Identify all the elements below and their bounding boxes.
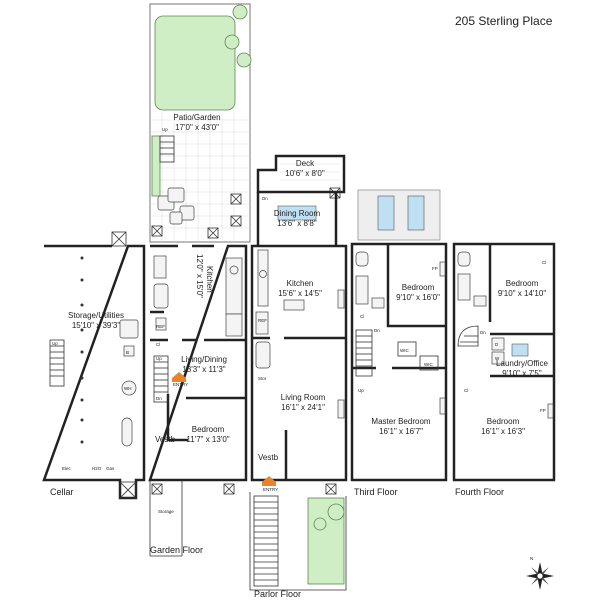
washer-label: W	[495, 356, 500, 361]
dining-room-dim: 13'6" x 8'8"	[277, 219, 317, 228]
cellar-up-label: Up	[52, 341, 58, 346]
skylight	[377, 195, 395, 231]
parlor-ref-label: REF	[258, 318, 267, 323]
laundry-office-dim: 9'10" x 7'5"	[502, 369, 542, 378]
garden-entry-label: ENTRY	[173, 382, 188, 387]
parlor-storage-label: Stor	[258, 376, 267, 381]
parlor-entry-marker	[262, 476, 276, 482]
dryer-label: D	[495, 342, 499, 347]
north-label: N	[530, 556, 533, 561]
laundry-office-name: Laundry/Office	[496, 359, 548, 368]
skylight	[407, 195, 425, 231]
garden-bedroom-dim: 11'7" x 13'0"	[186, 435, 229, 444]
garden-closet-label: Cl	[156, 342, 160, 347]
patio-stairs	[159, 135, 175, 163]
garden-ref-label: REF	[156, 324, 165, 329]
deck-name: Deck	[296, 159, 315, 168]
parlor-kitchen-dim: 15'6" x 14'5"	[278, 289, 322, 298]
cellar-plan: Storage/Utilities 15'10" x 39'3" Up B WH…	[42, 231, 146, 500]
garden-storage-label: Storage	[158, 509, 174, 514]
deck-dn-label: Dn	[262, 196, 268, 201]
fourth-bedroom-top-dim: 9'10" x 14'10"	[498, 289, 546, 298]
garden-kitchen-dim: 12'0" x 15'0"	[195, 254, 204, 298]
fourth-closet-label: Cl	[542, 260, 546, 265]
living-dining-dim: 13'3" x 11'3"	[182, 365, 225, 374]
garden-floor-label: Garden Floor	[150, 545, 203, 555]
boiler-label: B	[126, 350, 129, 355]
third-floor-stairs	[355, 329, 373, 377]
third-floor-label: Third Floor	[354, 487, 398, 497]
living-room-name: Living Room	[281, 393, 326, 402]
parlor-floor-label: Parlor Floor	[254, 589, 301, 599]
garden-bedroom-name: Bedroom	[192, 425, 225, 434]
cellar-stairs	[49, 339, 65, 387]
master-bedroom-dim: 16'1" x 16'7"	[379, 427, 423, 436]
living-room-dim: 16'1" x 24'1"	[281, 403, 325, 412]
parlor-kitchen-name: Kitchen	[287, 279, 314, 288]
third-bedroom-name: Bedroom	[402, 283, 435, 292]
fourth-closet2-label: Cl	[464, 388, 468, 393]
parlor-entry-label: ENTRY	[263, 487, 278, 492]
deck-dim: 10'6" x 8'0"	[285, 169, 325, 178]
cellar-floor-label: Cellar	[50, 487, 74, 497]
stoop-stairs	[253, 495, 279, 587]
gas-label: Gas	[106, 466, 115, 471]
third-closet-label: Cl	[360, 314, 364, 319]
master-bedroom-name: Master Bedroom	[371, 417, 430, 426]
patio-name: Patio/Garden	[173, 113, 220, 122]
garden-up-label: Up	[156, 356, 162, 361]
dining-room-name: Dining Room	[274, 209, 321, 218]
garden-entry-marker	[172, 372, 186, 378]
fourth-dn-label: Dn	[480, 330, 486, 335]
third-dn-label: Dn	[374, 328, 380, 333]
patio-dim: 17'0" x 43'0"	[175, 123, 219, 132]
fourth-bedroom-top-name: Bedroom	[506, 279, 539, 288]
garden-lawn	[154, 15, 236, 111]
third-floor-plan: Bedroom 9'10" x 16'0" Master Bedroom 16'…	[350, 189, 448, 497]
fourth-floor-plan: Bedroom 9'10" x 14'10" Laundry/Office 9'…	[452, 242, 556, 497]
fourth-bedroom-bottom-dim: 16'1" x 16'3"	[481, 427, 525, 436]
parlor-floor-plan: Deck 10'6" x 8'0" Dn Dining Room 13'6" x…	[249, 154, 348, 599]
fourth-fp-label: FP	[540, 408, 546, 413]
water-heater-label: WH	[124, 386, 132, 391]
fourth-floor-label: Fourth Floor	[455, 487, 504, 497]
third-wic2-label: WIC	[424, 362, 433, 367]
third-bedroom-dim: 9'10" x 16'0"	[396, 293, 440, 302]
living-dining-name: Living/Dining	[181, 355, 227, 364]
garden-kitchen-name: Kitchen	[205, 266, 214, 293]
garden-stairs	[153, 355, 169, 403]
garden-vestb-label: Vestb	[155, 435, 176, 444]
patio-furniture	[157, 187, 195, 225]
parlor-vestb-label: Vestb	[258, 453, 279, 462]
storage-room-dim: 15'10" x 39'3"	[72, 321, 120, 330]
patio-up-label: Up	[162, 127, 168, 132]
third-up-label: Up	[358, 388, 364, 393]
garden-floor-plan: Patio/Garden 17'0" x 43'0" Up ENTRY	[148, 3, 252, 557]
property-title: 205 Sterling Place	[455, 14, 553, 28]
h2o-label: H2O	[92, 466, 102, 471]
compass-icon	[526, 562, 554, 590]
fourth-bedroom-bottom-name: Bedroom	[487, 417, 520, 426]
third-fp-label: FP	[432, 266, 438, 271]
fourth-floor-stairs	[457, 325, 479, 347]
storage-room-name: Storage/Utilities	[68, 311, 124, 320]
third-wic-label: WIC	[400, 348, 409, 353]
garden-dn-label: Dn	[156, 396, 162, 401]
elec-label: Elec	[62, 466, 72, 471]
